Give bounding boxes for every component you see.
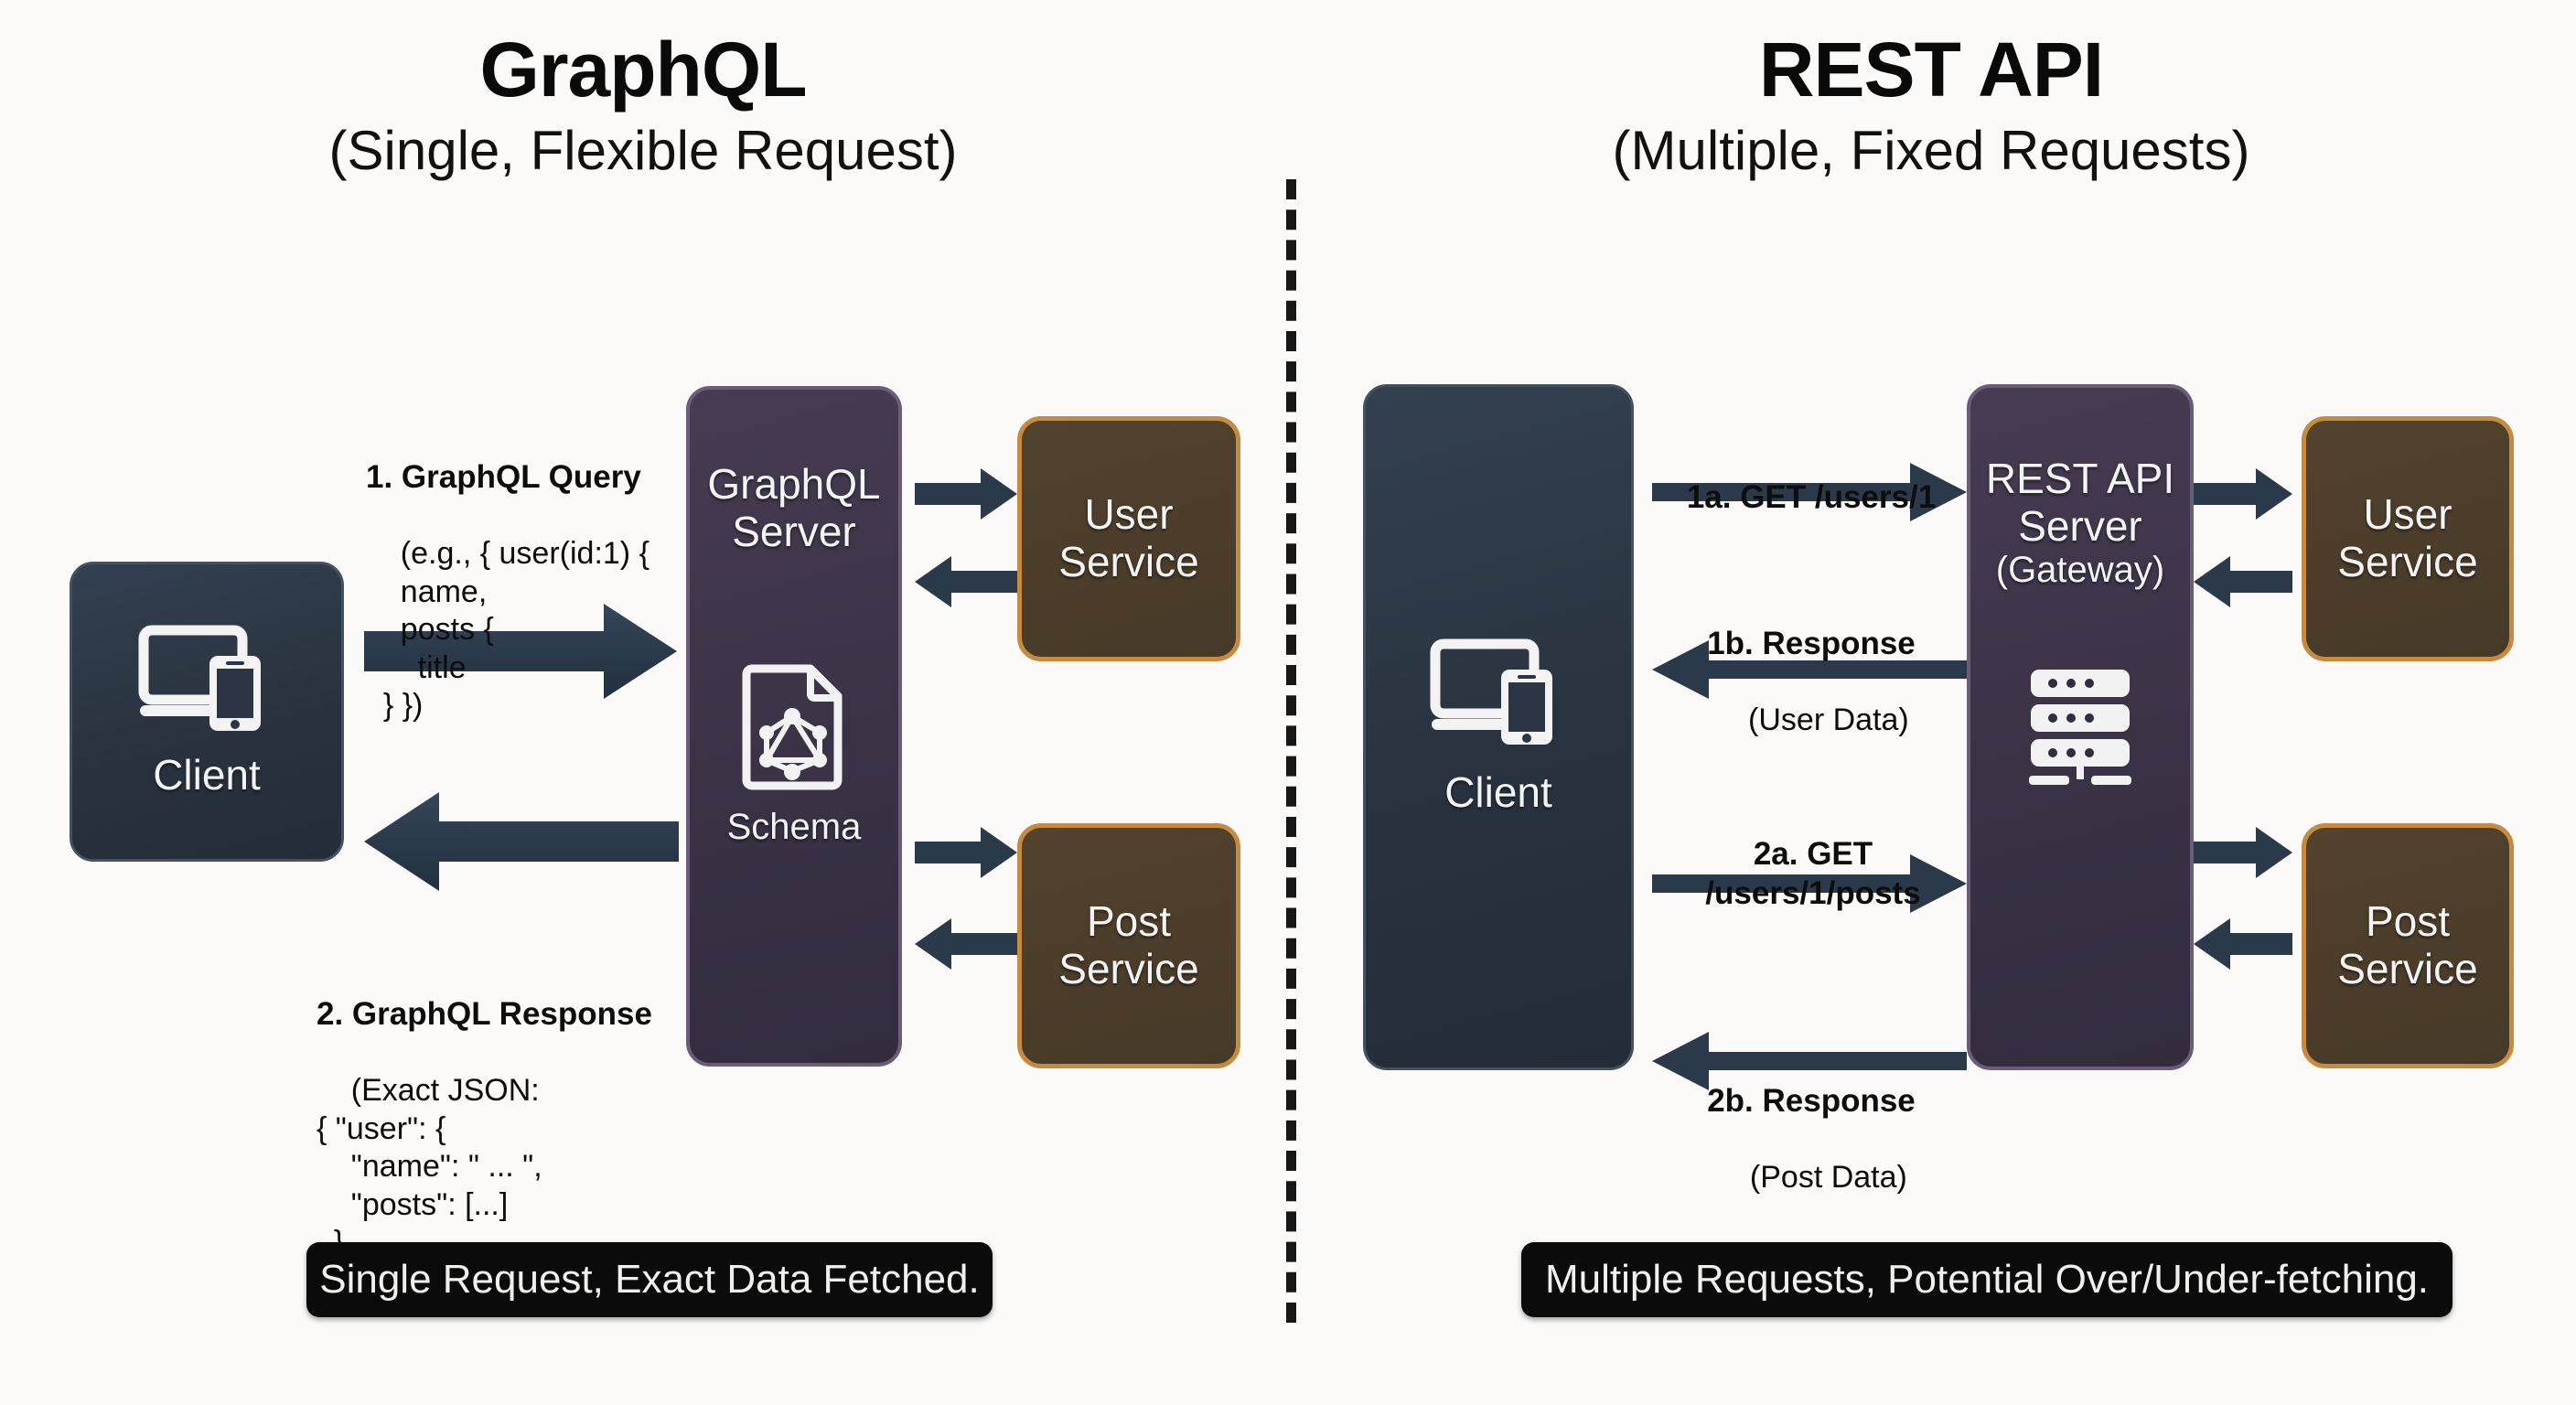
right-user-service-label-2: Service	[2337, 538, 2478, 585]
rest-step-2b-body: (Post Data)	[1749, 1160, 1907, 1196]
arrow-post-service-to-graphql-server	[915, 918, 1017, 970]
left-client-label: Client	[153, 750, 261, 799]
arrow-graphql-server-to-post-service	[915, 827, 1017, 878]
graphql-server-label-1: GraphQL	[707, 460, 881, 508]
graphql-query-heading: 1. GraphQL Query	[366, 458, 641, 495]
server-rack-icon	[2018, 664, 2142, 799]
rest-step-1b-body: (User Data)	[1748, 702, 1909, 738]
laptop-phone-icon	[1430, 638, 1567, 756]
section-divider	[1286, 179, 1296, 1323]
left-post-service-label-1: Post	[1086, 897, 1172, 946]
laptop-phone-icon	[138, 625, 275, 743]
left-client-node[interactable]: Client	[70, 562, 344, 862]
arrow-graphql-server-to-client	[364, 792, 679, 891]
arrow-graphql-server-to-user-service	[915, 468, 1017, 520]
rest-step-1a-annotation: 1a. GET /users/1	[1665, 402, 1958, 594]
left-post-service-label-2: Service	[1058, 945, 1199, 992]
graphql-query-annotation: 1. GraphQL Query (e.g., { user(id:1) { n…	[366, 382, 649, 763]
right-section-title: REST API	[1758, 27, 2104, 113]
rest-step-1b-heading: 1b. Response	[1707, 625, 1916, 661]
left-user-service-node[interactable]: User Service	[1017, 416, 1240, 661]
rest-step-2b-heading: 2b. Response	[1707, 1082, 1916, 1119]
left-summary-banner: Single Request, Exact Data Fetched.	[306, 1242, 993, 1317]
rest-server-label-2: Server	[2018, 501, 2142, 550]
right-client-label: Client	[1444, 767, 1552, 816]
rest-step-2b-annotation: 2b. Response (Post Data)	[1665, 1006, 1958, 1235]
right-section-subtitle: (Multiple, Fixed Requests)	[1612, 120, 2250, 181]
rest-server-label-3: (Gateway)	[1995, 550, 2165, 591]
graphql-query-body: (e.g., { user(id:1) { name, posts { titl…	[382, 536, 649, 723]
right-user-service-label-1: User	[2363, 490, 2453, 539]
right-post-service-label-2: Service	[2337, 945, 2478, 992]
rest-api-server-node[interactable]: REST API Server (Gateway)	[1967, 384, 2194, 1070]
right-post-service-label-1: Post	[2365, 897, 2451, 946]
rest-step-2a-annotation: 2a. GET /users/1/posts	[1658, 759, 1969, 989]
arrow-post-service-to-rest-server	[2194, 918, 2292, 970]
arrow-user-service-to-rest-server	[2194, 556, 2292, 607]
graphql-schema-caption: Schema	[726, 806, 862, 847]
left-user-service-label-1: User	[1084, 490, 1174, 539]
arrow-rest-server-to-post-service	[2194, 827, 2292, 878]
graphql-response-heading: 2. GraphQL Response	[317, 995, 652, 1032]
graphql-server-node[interactable]: GraphQL Server Schema	[686, 386, 902, 1067]
arrow-user-service-to-graphql-server	[915, 556, 1017, 607]
right-user-service-node[interactable]: User Service	[2302, 416, 2514, 661]
graphql-schema-document-icon	[741, 663, 847, 801]
rest-step-1a-heading: 1a. GET /users/1	[1686, 478, 1937, 515]
arrow-rest-server-to-user-service	[2194, 468, 2292, 520]
right-client-node[interactable]: Client	[1363, 384, 1634, 1070]
left-post-service-node[interactable]: Post Service	[1017, 823, 1240, 1068]
rest-server-label-1: REST API	[1985, 455, 2175, 502]
graphql-response-annotation: 2. GraphQL Response (Exact JSON: { "user…	[317, 919, 652, 1337]
right-summary-banner: Multiple Requests, Potential Over/Under-…	[1521, 1242, 2453, 1317]
rest-step-2a-heading: 2a. GET /users/1/posts	[1705, 835, 1921, 911]
left-section-title: GraphQL	[479, 27, 807, 113]
left-section-subtitle: (Single, Flexible Request)	[328, 120, 958, 181]
rest-step-1b-annotation: 1b. Response (User Data)	[1665, 549, 1958, 778]
left-user-service-label-2: Service	[1058, 538, 1199, 585]
graphql-server-label-2: Server	[732, 507, 856, 555]
right-post-service-node[interactable]: Post Service	[2302, 823, 2514, 1068]
